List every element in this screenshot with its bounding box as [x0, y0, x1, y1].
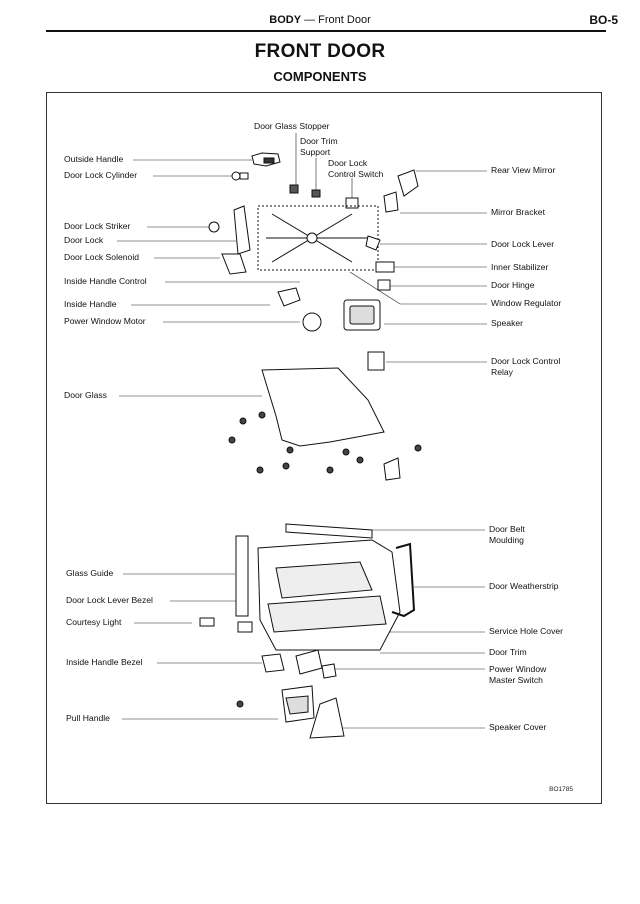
leader-lines	[117, 133, 487, 729]
door-belt-moulding-part	[285, 523, 373, 539]
header-section: BODY	[269, 14, 302, 26]
door-lock-control-switch-part	[345, 197, 359, 209]
label-door-lock-cylinder: Door Lock Cylinder	[64, 170, 138, 180]
label-door-weatherstrip: Door Weatherstrip	[489, 581, 559, 591]
label-courtesy-light: Courtesy Light	[66, 617, 122, 627]
figure-reference: BO1785	[549, 786, 573, 793]
label-door-lock-control-relay-line2: Relay	[491, 367, 513, 377]
master-switch-plate	[321, 663, 337, 679]
glass-run-piece	[383, 457, 401, 481]
label-power-window-master-switch-line2: Master Switch	[489, 675, 543, 685]
label-door-trim-support-line2: Support	[300, 147, 331, 157]
part-drawings	[199, 152, 422, 739]
label-door-lock: Door Lock	[64, 235, 104, 245]
label-door-trim: Door Trim	[489, 647, 527, 657]
mirror-bracket-part	[383, 191, 399, 213]
door-glass-part	[261, 367, 385, 447]
regulator-pivot	[306, 232, 318, 244]
label-door-belt-moulding-line1: Door Belt	[489, 524, 525, 534]
label-speaker-cover: Speaker Cover	[489, 722, 547, 732]
power-window-motor-part	[302, 312, 322, 332]
courtesy-light-part	[199, 617, 215, 627]
label-outside-handle: Outside Handle	[64, 154, 124, 164]
door-lock-lever-bezel-part	[237, 621, 253, 633]
label-service-hole-cover: Service Hole Cover	[489, 626, 564, 636]
page-title: FRONT DOOR	[254, 41, 386, 62]
door-trim-support-part	[311, 189, 321, 198]
header-topic: Front Door	[318, 14, 371, 26]
door-lock-part	[233, 205, 251, 255]
running-header: BODY — Front Door	[0, 14, 640, 26]
door-weatherstrip-part	[391, 542, 416, 618]
label-speaker: Speaker	[491, 318, 524, 328]
label-door-belt-moulding-line2: Moulding	[489, 535, 524, 545]
speaker-cover-part	[309, 697, 345, 739]
rear-view-mirror-part	[397, 169, 419, 197]
label-door-glass-stopper: Door Glass Stopper	[254, 121, 330, 131]
label-inside-handle: Inside Handle	[64, 299, 117, 309]
window-regulator-part	[257, 205, 379, 271]
door-trim-pocket	[267, 595, 387, 633]
label-inner-stabilizer: Inner Stabilizer	[491, 262, 549, 272]
speaker-cone	[349, 305, 375, 325]
pull-handle-screw	[236, 700, 244, 708]
door-lock-solenoid-part	[221, 253, 247, 275]
door-trim-part	[257, 539, 401, 651]
label-mirror-bracket: Mirror Bracket	[491, 207, 545, 217]
door-lock-cylinder-body	[239, 172, 249, 180]
door-lock-lever-part	[365, 235, 381, 251]
pull-handle-recess	[285, 695, 309, 715]
header-separator: —	[304, 14, 316, 26]
label-door-lock-lever-bezel: Door Lock Lever Bezel	[66, 595, 153, 605]
door-trim-armrest	[275, 561, 373, 599]
door-hinge-part	[377, 279, 391, 291]
door-glass-stopper-part	[289, 184, 299, 194]
label-glass-guide: Glass Guide	[66, 568, 114, 578]
inside-handle-part	[277, 287, 301, 307]
label-door-lock-control-switch-line2: Control Switch	[328, 169, 384, 179]
label-inside-handle-control: Inside Handle Control	[64, 276, 147, 286]
header-rule	[46, 30, 606, 32]
label-window-regulator: Window Regulator	[491, 298, 562, 308]
label-door-glass: Door Glass	[64, 390, 107, 400]
door-lock-control-relay-part	[367, 351, 385, 371]
inside-handle-bezel-part	[261, 653, 285, 673]
label-door-lock-control-relay-line1: Door Lock Control	[491, 356, 561, 366]
door-lock-cylinder-part	[231, 171, 241, 181]
label-rear-view-mirror: Rear View Mirror	[491, 165, 556, 175]
leader-window-regulator	[349, 271, 487, 305]
label-door-lock-lever: Door Lock Lever	[491, 239, 555, 249]
inner-stabilizer-part	[375, 261, 395, 273]
label-door-lock-solenoid: Door Lock Solenoid	[64, 252, 140, 262]
label-door-trim-support-line1: Door Trim	[300, 136, 338, 146]
door-lock-striker-part	[208, 221, 220, 233]
label-pull-handle: Pull Handle	[66, 713, 110, 723]
page-number: BO-5	[589, 13, 618, 27]
glass-guide-part	[235, 535, 249, 617]
glass-fasteners	[228, 411, 422, 474]
page-subtitle: COMPONENTS	[273, 69, 367, 84]
label-power-window-master-switch-line1: Power Window	[489, 664, 547, 674]
label-power-window-motor: Power Window Motor	[64, 316, 146, 326]
label-door-lock-control-switch-line1: Door Lock	[328, 158, 368, 168]
outside-handle-grip	[263, 157, 275, 164]
figure-frame: BO1785	[46, 92, 602, 804]
label-door-hinge: Door Hinge	[491, 280, 535, 290]
label-door-lock-striker: Door Lock Striker	[64, 221, 131, 231]
label-inside-handle-bezel: Inside Handle Bezel	[66, 657, 143, 667]
power-window-master-switch-part	[295, 649, 323, 675]
